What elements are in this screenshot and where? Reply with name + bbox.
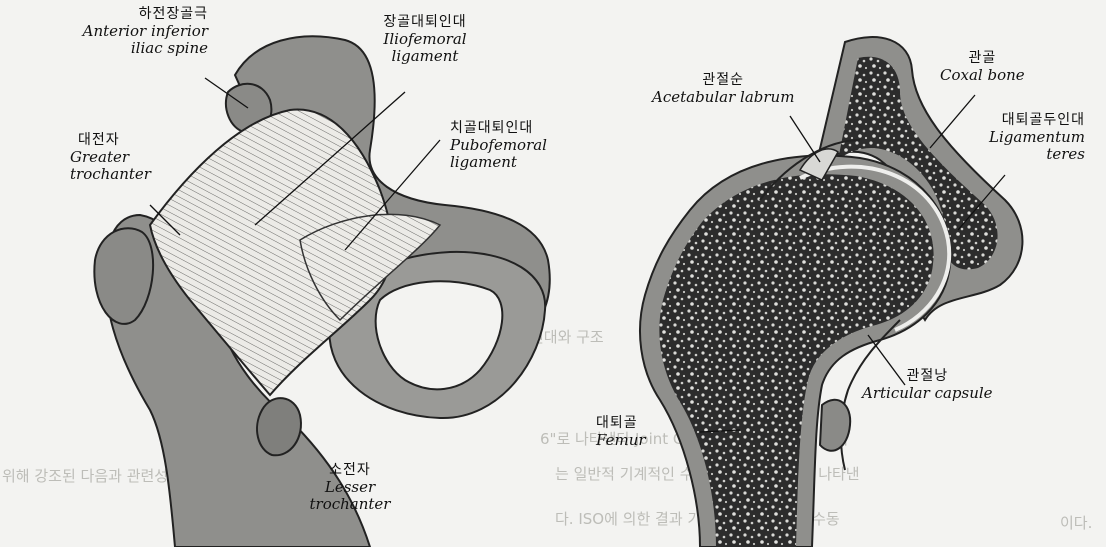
label-lesser-trochanter: 소전자 Lesser trochanter <box>305 462 395 513</box>
lesser-trochanter-bone <box>257 398 301 455</box>
label-femur-ko: 대퇴골 <box>596 415 646 432</box>
label-greater-trochanter-en: Greater trochanter <box>70 149 150 183</box>
label-iliofemoral: 장골대퇴인대 Iliofemoral ligament <box>375 14 475 65</box>
label-iliofemoral-ko: 장골대퇴인대 <box>375 14 475 31</box>
label-articular-capsule: 관절낭 Articular capsule <box>862 368 993 402</box>
label-lesser-trochanter-ko: 소전자 <box>305 462 395 479</box>
label-coxal-bone-ko: 관골 <box>940 50 1025 67</box>
label-ligamentum-teres: 대퇴골두인대 Ligamentum teres <box>975 112 1085 163</box>
label-articular-capsule-ko: 관절낭 <box>862 368 993 385</box>
label-greater-trochanter: 대전자 Greater trochanter <box>70 132 150 183</box>
label-pubofemoral: 치골대퇴인대 Pubofemoral ligament <box>450 120 570 171</box>
label-femur: 대퇴골 Femur <box>596 415 646 449</box>
label-femur-en: Femur <box>596 432 646 449</box>
label-lesser-trochanter-en: Lesser trochanter <box>305 479 395 513</box>
label-articular-capsule-en: Articular capsule <box>862 385 993 402</box>
label-coxal-bone: 관골 Coxal bone <box>940 50 1025 84</box>
label-ligamentum-teres-ko: 대퇴골두인대 <box>975 112 1085 129</box>
lesser-trochanter-right <box>820 400 850 451</box>
label-ligamentum-teres-en: Ligamentum teres <box>975 129 1085 163</box>
label-greater-trochanter-ko: 대전자 <box>70 132 150 149</box>
label-acetabular-labrum-ko: 관절순 <box>652 72 794 89</box>
label-coxal-bone-en: Coxal bone <box>940 67 1025 84</box>
label-acetabular-labrum-en: Acetabular labrum <box>652 89 794 106</box>
label-acetabular-labrum: 관절순 Acetabular labrum <box>652 72 794 106</box>
label-iliofemoral-en: Iliofemoral ligament <box>375 31 475 65</box>
label-aiis-ko: 하전장골극 <box>58 6 208 23</box>
label-aiis: 하전장골극 Anterior inferior iliac spine <box>58 6 208 57</box>
label-pubofemoral-en: Pubofemoral ligament <box>450 137 570 171</box>
right-panel-coronal-section <box>640 37 1022 547</box>
label-aiis-en: Anterior inferior iliac spine <box>58 23 208 57</box>
label-pubofemoral-ko: 치골대퇴인대 <box>450 120 570 137</box>
